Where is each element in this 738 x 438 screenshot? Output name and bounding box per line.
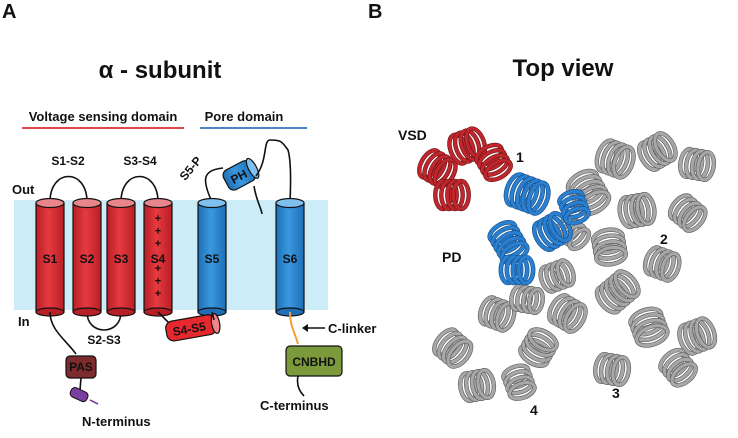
- helix: [642, 245, 682, 283]
- s4-s5-helix: S4-S5: [165, 313, 221, 342]
- loop-s3s4-label: S3-S4: [123, 154, 157, 168]
- s4-charge: +: [155, 238, 161, 250]
- helix: [501, 363, 537, 401]
- helix: [432, 327, 474, 369]
- transmembrane-segments: S1 S2 S3 S4 S5 S6: [35, 197, 305, 317]
- grey-subunits: [432, 131, 718, 404]
- cnbhd-domain: [285, 345, 343, 377]
- loop-s5p: [204, 167, 224, 203]
- pore-domain-label: Pore domain: [205, 109, 284, 124]
- helix: [565, 168, 612, 217]
- segment-label-s1: S1: [43, 252, 58, 266]
- helix: [531, 211, 573, 252]
- pore-domain-subunit-1: [487, 172, 591, 286]
- segment-label-s2: S2: [80, 252, 95, 266]
- cnbhd-to-c: [296, 375, 305, 397]
- panel-a: A α - subunit Voltage sensing domain Por…: [2, 1, 376, 429]
- pas-label: PAS: [69, 360, 93, 374]
- vsd-domain-label: Voltage sensing domain: [29, 109, 178, 124]
- helix: [678, 146, 717, 183]
- channel-structure: [417, 126, 718, 404]
- s4-charge: +: [155, 263, 161, 275]
- panel-a-title: α - subunit: [99, 57, 222, 84]
- segment-label-s6: S6: [283, 252, 298, 266]
- segment-s3: S3: [106, 197, 136, 317]
- segment-label-s4: S4: [151, 252, 166, 266]
- n-terminus-tag: [69, 387, 89, 403]
- subunit-2-label: 2: [660, 231, 668, 247]
- loop-s5p-label: S5-P: [177, 154, 205, 183]
- panel-b: B Top view VSD PD 1 2 3 4: [368, 1, 718, 418]
- loop-p-s6: [255, 139, 292, 203]
- helix: [458, 367, 497, 404]
- label-in: In: [18, 314, 30, 329]
- c-terminus-label: C-terminus: [260, 398, 329, 413]
- segment-label-s3: S3: [114, 252, 129, 266]
- subunit-4-label: 4: [530, 402, 538, 418]
- helix: [593, 351, 632, 388]
- helix: [590, 227, 629, 267]
- helix: [677, 316, 718, 356]
- cnbhd-label: CNBHD: [292, 355, 336, 369]
- helix: [498, 254, 536, 286]
- helix: [474, 142, 513, 183]
- c-linker-label: C-linker: [328, 321, 376, 336]
- n-terminus-tail: [89, 399, 99, 405]
- vsd-label: VSD: [398, 127, 427, 143]
- segment-s5: S5: [197, 197, 227, 317]
- vsd-subunit-1: [417, 126, 513, 212]
- s4-charge: +: [155, 288, 161, 300]
- s4-charge: +: [155, 213, 161, 225]
- helix: [503, 172, 551, 216]
- helix: [518, 327, 559, 368]
- loop-s1s2-label: S1-S2: [51, 154, 85, 168]
- c-linker-line: [289, 311, 299, 345]
- subunit-1-label: 1: [516, 149, 524, 165]
- helix: [594, 138, 636, 180]
- loop-s3s4: [120, 175, 159, 203]
- s4-charges: ++++++: [155, 213, 161, 300]
- ph-label: PH: [228, 167, 249, 187]
- helix: [667, 193, 708, 233]
- helix: [557, 188, 591, 226]
- loop-s1s2: [49, 175, 88, 203]
- panel-b-title: Top view: [513, 55, 614, 82]
- pas-to-n: [79, 377, 82, 391]
- subunit-3-label: 3: [612, 385, 620, 401]
- s4-charge: +: [155, 276, 161, 288]
- segment-label-s5: S5: [205, 252, 220, 266]
- segment-s6: S6: [275, 197, 305, 317]
- label-out: Out: [12, 182, 35, 197]
- segment-s2: S2: [72, 197, 102, 317]
- s4s5-to-s5: [211, 311, 215, 321]
- helix: [628, 306, 670, 348]
- helix: [547, 293, 588, 334]
- loop-s2s3: [86, 311, 122, 331]
- n-terminus-label: N-terminus: [82, 414, 151, 429]
- helix: [594, 269, 641, 315]
- c-linker-arrow-head: [302, 324, 308, 332]
- ph-helix: PH: [222, 157, 260, 191]
- segment-s4: S4: [143, 197, 173, 317]
- helix: [617, 191, 657, 230]
- s4-s5-connector: [157, 311, 169, 323]
- s1-to-pas: [49, 311, 77, 355]
- segment-s1: S1: [35, 197, 65, 317]
- loop-s2s3-label: S2-S3: [87, 333, 121, 347]
- pd-label: PD: [442, 249, 461, 265]
- s4-s5-label: S4-S5: [172, 319, 208, 339]
- helix: [538, 258, 576, 294]
- helix: [637, 131, 678, 172]
- helix: [477, 295, 517, 333]
- helix: [509, 283, 545, 316]
- loop-ph-stub: [253, 185, 263, 215]
- s4-charge: +: [155, 226, 161, 238]
- panel-b-letter: B: [368, 1, 382, 23]
- helix: [433, 178, 471, 212]
- helix: [658, 347, 698, 388]
- panel-a-letter: A: [2, 1, 16, 23]
